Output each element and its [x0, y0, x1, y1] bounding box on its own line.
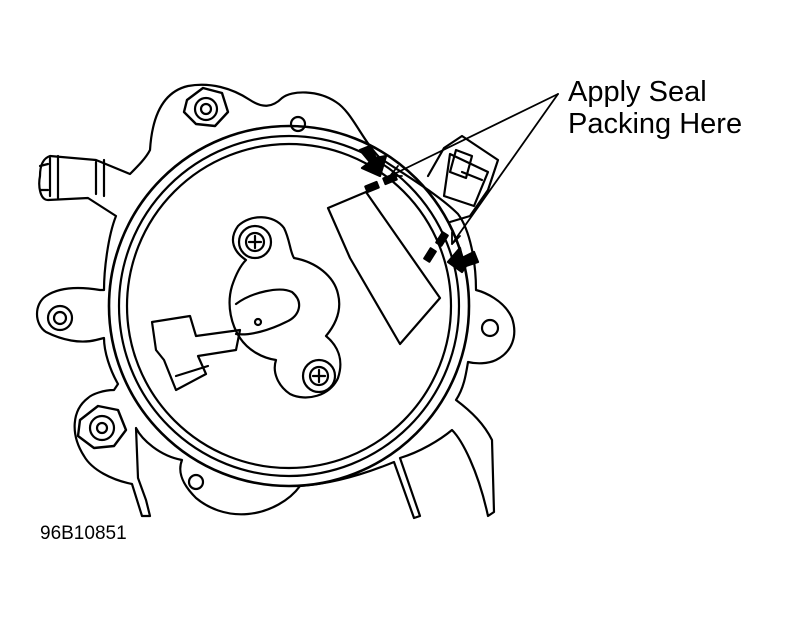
seal-mark-right	[423, 231, 449, 263]
cam-plate	[228, 216, 342, 399]
mount-hole-bottom	[187, 473, 205, 491]
mount-hole-right	[480, 318, 500, 338]
seal-ring-outer	[107, 124, 471, 488]
seal-ring-inner	[125, 142, 453, 470]
screw-top	[237, 224, 273, 260]
bolt-bottom-left	[76, 404, 128, 450]
arrow-right	[446, 246, 480, 274]
vane-arm	[150, 314, 242, 392]
mount-hole-top	[289, 115, 307, 133]
rotor-pin	[253, 317, 263, 327]
rotor-slot	[234, 288, 301, 336]
callout-leaders	[389, 93, 559, 245]
seal-packing-callout: Apply Seal Packing Here	[568, 76, 742, 140]
inner-plate	[326, 190, 442, 346]
seal-ring-middle	[117, 134, 461, 478]
bolt-top-left	[182, 86, 230, 128]
arrow-top	[358, 144, 388, 178]
pipe-fitting	[38, 154, 106, 200]
electrical-connector	[426, 134, 500, 224]
callout-line-1: Apply Seal	[568, 76, 707, 108]
figure-id: 96B10851	[40, 523, 127, 544]
screw-bottom	[301, 358, 337, 394]
callout-line-2: Packing Here	[568, 108, 743, 140]
mount-hole-left	[46, 304, 74, 332]
